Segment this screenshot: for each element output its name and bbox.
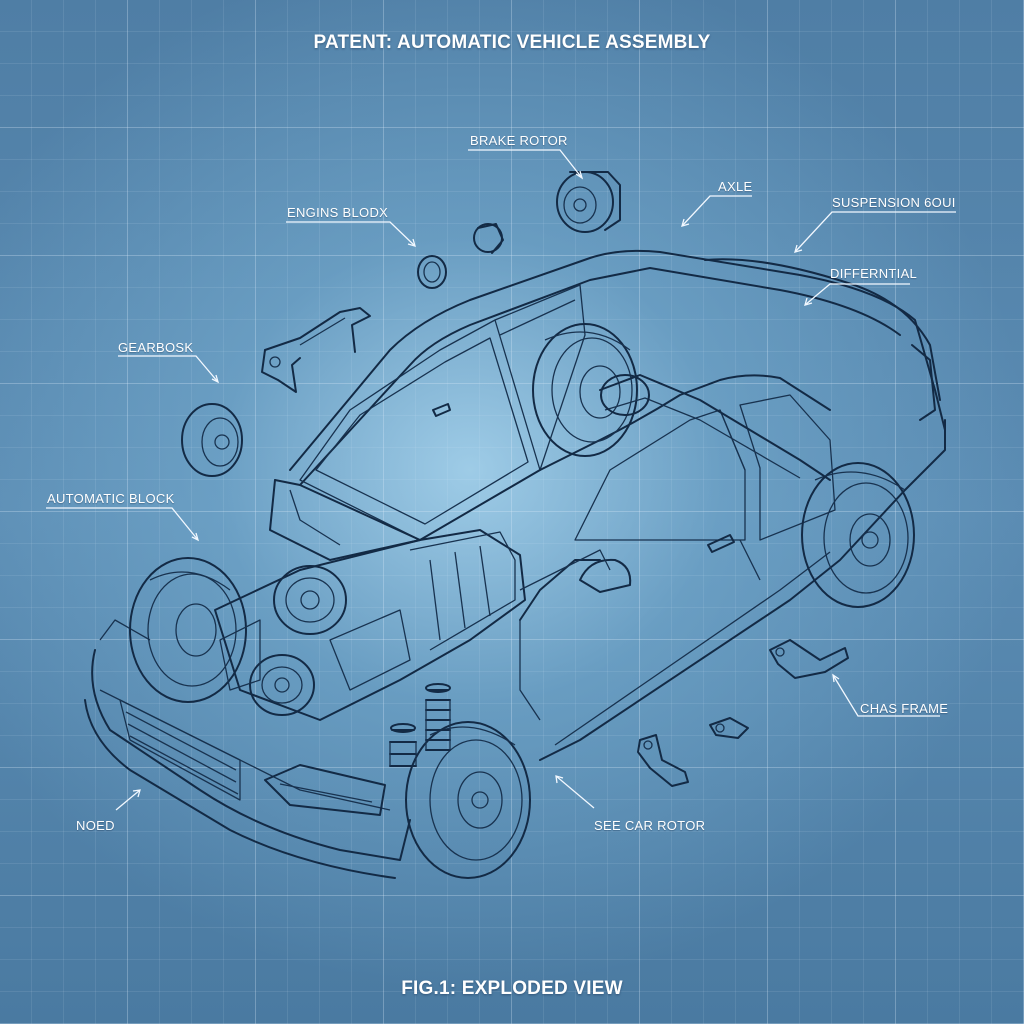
label-see-car-rotor: SEE CAR ROTOR [594,818,706,833]
label-engine-block: ENGINS BLODX [287,205,389,220]
chassis-bracket-part [637,639,849,787]
label-brake-rotor: BRAKE ROTOR [470,133,568,148]
wheel-rear-right [801,462,915,608]
control-arm-part [261,307,371,393]
spring-front-inner [389,723,417,767]
label-chassis-frame: CHAS FRAME [860,701,949,716]
bushing-part [417,223,504,289]
wheel-front-left [129,557,247,703]
label-suspension: SUSPENSION 6OUI [832,195,956,210]
figure-caption: FIG.1: EXPLODED VIEW [401,978,623,999]
label-axle: AXLE [718,179,753,194]
label-gearbox: GEARBOSK [118,340,194,355]
gearbox-disc-part [181,403,243,477]
spring-front [425,683,451,751]
page-title: PATENT: AUTOMATIC VEHICLE ASSEMBLY [313,32,711,53]
label-noed: NOED [76,818,115,833]
label-differential: DIFFERNTIAL [830,266,918,281]
engine-transmission [214,374,831,721]
wheel-front-right [405,721,531,879]
wheel-rear-left [532,323,638,457]
brake-rotor-part [556,171,621,233]
leader-lines [46,149,956,811]
label-automatic-block: AUTOMATIC BLOCK [47,491,175,506]
car-body [84,249,946,879]
